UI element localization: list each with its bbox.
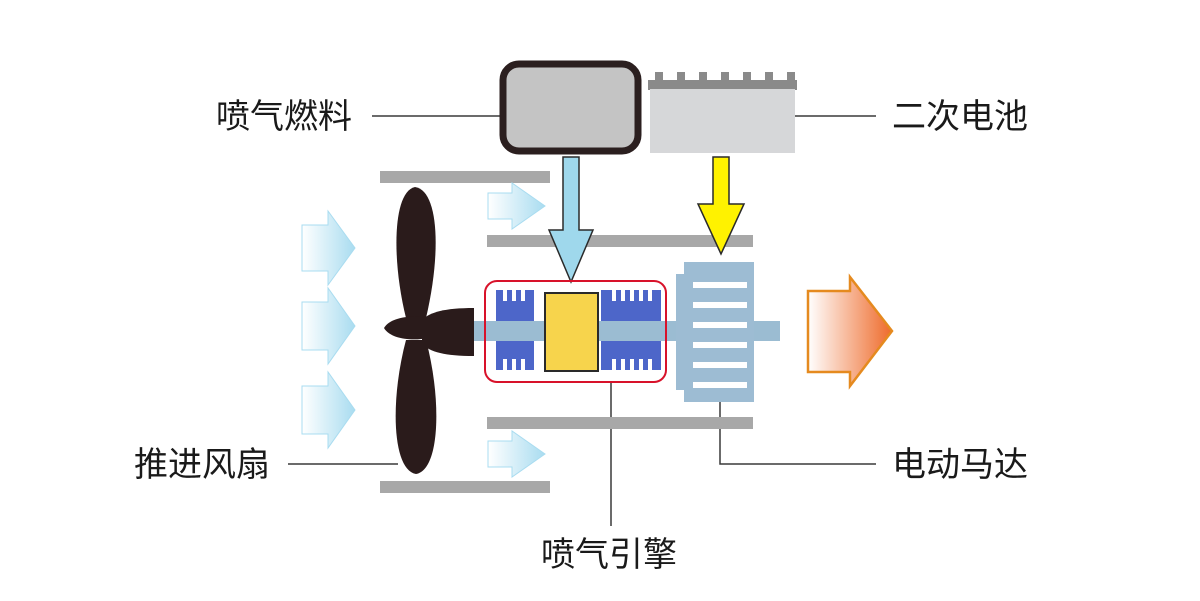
jet-fuel-label: 喷气燃料 bbox=[216, 97, 352, 137]
intake-air-arrows bbox=[301, 182, 546, 478]
air-flow-arrow bbox=[301, 286, 356, 366]
battery-body bbox=[650, 89, 795, 153]
battery-terminal bbox=[787, 72, 795, 82]
motor-body-left bbox=[676, 274, 688, 390]
secondary-battery bbox=[648, 72, 797, 153]
fan-label: 推进风扇 bbox=[134, 445, 270, 485]
battery-terminal bbox=[743, 72, 751, 82]
battery-terminal bbox=[655, 72, 663, 82]
motor-windings bbox=[693, 282, 747, 388]
battery-terminal bbox=[677, 72, 685, 82]
air-flow-arrow bbox=[301, 209, 356, 287]
bypass-air-arrow bbox=[487, 430, 546, 478]
combustor bbox=[544, 292, 599, 372]
battery-terminal bbox=[699, 72, 707, 82]
thrust-arrow bbox=[806, 273, 894, 390]
fan-blade-lower bbox=[395, 340, 437, 474]
propulsion-fan bbox=[384, 187, 474, 474]
engine-label: 喷气引擎 bbox=[541, 535, 677, 575]
outer-duct-bottom bbox=[380, 481, 550, 493]
motor-leader bbox=[719, 400, 876, 465]
fuel-flow-arrow bbox=[547, 156, 595, 284]
fan-spinner bbox=[422, 308, 474, 356]
motor-label: 电动马达 bbox=[892, 445, 1028, 485]
jet-fuel-tank bbox=[499, 60, 642, 155]
blade-slots bbox=[503, 288, 652, 372]
battery-cap bbox=[648, 80, 797, 90]
battery-label: 二次电池 bbox=[892, 97, 1028, 137]
bypass-air-arrow bbox=[487, 182, 546, 230]
electric-motor bbox=[676, 262, 754, 402]
outer-duct-top bbox=[380, 171, 550, 183]
battery-terminal bbox=[765, 72, 773, 82]
fan-blade-upper bbox=[396, 187, 436, 318]
electric-power-arrow bbox=[696, 156, 746, 256]
air-flow-arrow bbox=[301, 370, 356, 450]
jet-engine-frame bbox=[484, 280, 667, 383]
battery-terminal bbox=[721, 72, 729, 82]
inner-duct-bottom bbox=[487, 417, 753, 429]
